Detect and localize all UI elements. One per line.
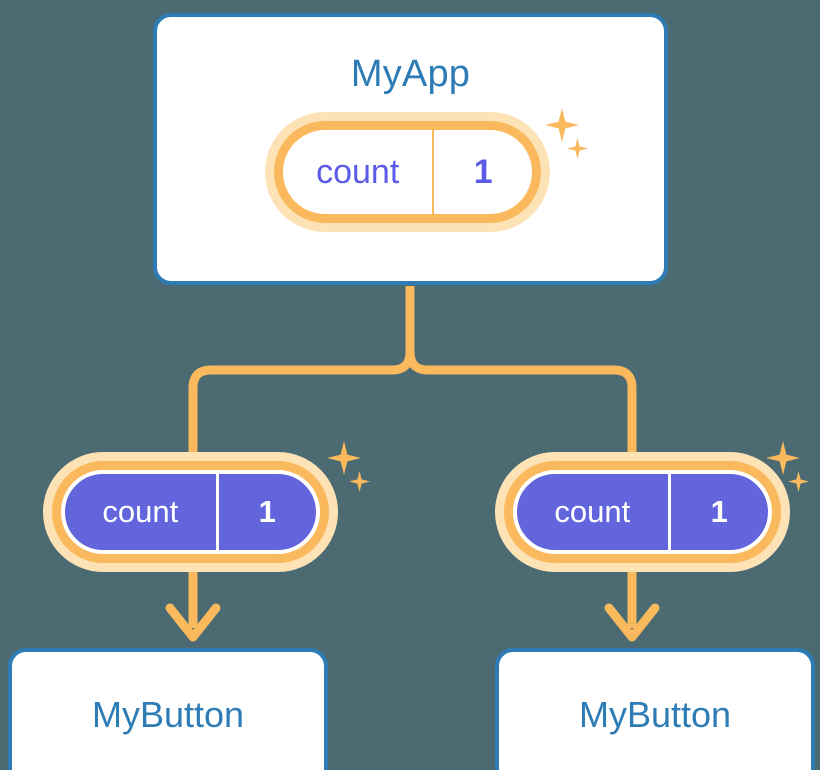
- state-pill-value: 1: [215, 474, 316, 550]
- button-card-label: MyButton: [578, 694, 732, 735]
- connector-branch-left: [188, 351, 415, 452]
- state-pill-child-right[interactable]: count 1: [513, 470, 772, 554]
- sparkle-icon: [327, 441, 361, 475]
- state-pill-app[interactable]: count 1: [274, 121, 541, 223]
- connector-arrow-right-head: [604, 603, 660, 642]
- sparkle-icon: [349, 471, 370, 492]
- page-title: MyApp: [350, 53, 471, 95]
- button-card-right[interactable]: MyButton: [495, 648, 815, 770]
- connector-branch-right: [405, 351, 637, 452]
- sparkle-icon: [788, 471, 809, 492]
- button-card-label: MyButton: [91, 694, 245, 735]
- state-pill-child-left[interactable]: count 1: [61, 470, 320, 554]
- sparkle-icon: [766, 441, 800, 475]
- state-pill-key: count: [316, 152, 400, 191]
- state-pill-value: 1: [432, 130, 532, 214]
- state-pill-value: 1: [667, 474, 768, 550]
- connector-arrow-left-head: [165, 603, 221, 642]
- state-pill-key: count: [102, 494, 179, 529]
- button-card-left[interactable]: MyButton: [8, 648, 328, 770]
- state-pill-key: count: [554, 494, 631, 529]
